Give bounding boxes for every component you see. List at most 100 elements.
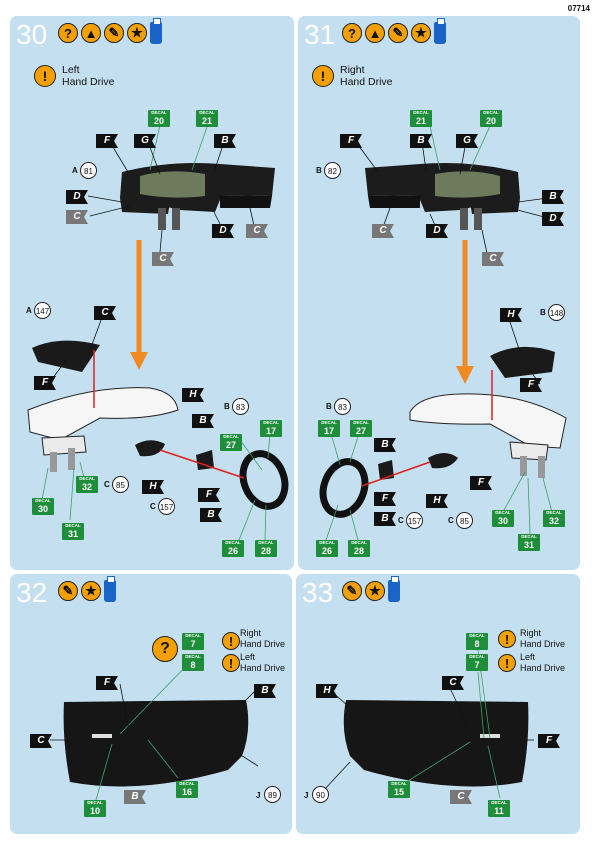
flag-f: H — [426, 494, 448, 508]
brush-icon: ✎ — [388, 23, 408, 43]
question-icon: ? — [152, 636, 178, 662]
flag-b: B — [410, 134, 432, 148]
step-32-panel: 32 ✎ ★ ? ! ! Right Hand Drive Left Hand … — [10, 574, 292, 834]
flag-b: B — [214, 134, 236, 148]
part-85: 85 — [456, 512, 473, 529]
lhd-note: ! Left Hand Drive — [34, 64, 115, 88]
flag-h: F — [34, 376, 56, 390]
kit-code: 07714 — [567, 4, 590, 13]
part-157: 157 — [406, 512, 423, 529]
flag-f: H — [500, 308, 522, 322]
flag-c: C — [152, 252, 174, 266]
exclamation-icon: ! — [222, 632, 240, 650]
lhd-label: Left Hand Drive — [240, 652, 286, 673]
exclamation-icon: ! — [498, 654, 516, 672]
step-number: 31 — [304, 19, 336, 50]
glue-icon — [434, 18, 446, 44]
star-decal-icon: ★ — [365, 581, 385, 601]
step-33-panel: 33 ✎ ★ ! ! Right Hand Drive Left Hand Dr… — [296, 574, 580, 834]
glue-icon — [104, 576, 116, 602]
flag-c: C — [372, 224, 394, 238]
rhd-label: Right Hand Drive — [240, 628, 286, 649]
part-letter: C — [398, 516, 404, 525]
brush-icon: ✎ — [104, 23, 124, 43]
part-letter: C — [104, 480, 110, 489]
flag-c: C — [450, 790, 472, 804]
brush-icon: ✎ — [342, 581, 362, 601]
flag-f: F — [340, 134, 362, 148]
flag-b: B — [254, 684, 276, 698]
question-icon: ? — [342, 23, 362, 43]
flag-d: D — [426, 224, 448, 238]
flag-c: C — [246, 224, 268, 238]
paint-icon: ▲ — [365, 23, 385, 43]
flag-f: B — [374, 512, 396, 526]
exclamation-icon: ! — [222, 654, 240, 672]
flag-h: F — [520, 378, 542, 392]
flag-f: C — [30, 734, 52, 748]
flag-f: H — [142, 480, 164, 494]
flag-f: C — [94, 306, 116, 320]
step-icons: ✎ ★ — [58, 576, 116, 602]
part-85: 85 — [112, 476, 129, 493]
step-number: 33 — [302, 577, 334, 608]
exclamation-icon: ! — [312, 65, 334, 87]
part-83: 83 — [232, 398, 249, 415]
paint-icon: ▲ — [81, 23, 101, 43]
part-letter: J — [256, 791, 261, 800]
flag-d: D — [212, 224, 234, 238]
part-letter: B — [224, 402, 230, 411]
part-letter: C — [150, 502, 156, 511]
flag-f: B — [200, 508, 222, 522]
flag-d: D — [542, 212, 564, 226]
star-decal-icon: ★ — [127, 23, 147, 43]
step-number: 32 — [16, 577, 48, 608]
step-number: 30 — [16, 19, 48, 50]
flag-b: F — [470, 476, 492, 490]
part-81: 81 — [80, 162, 97, 179]
flag-h: C — [442, 676, 464, 690]
question-icon: ? — [58, 23, 78, 43]
star-decal-icon: ★ — [411, 23, 431, 43]
flag-b: F — [198, 488, 220, 502]
glue-icon — [150, 18, 162, 44]
part-letter: B — [540, 308, 546, 317]
flag-h: B — [374, 438, 396, 452]
step-icons: ? ▲ ✎ ★ — [342, 18, 446, 44]
part-letter: J — [304, 791, 309, 800]
exclamation-icon: ! — [34, 65, 56, 87]
note-text: Left Hand Drive — [62, 64, 115, 88]
flag-g: G — [456, 134, 478, 148]
flag-d: D — [66, 190, 88, 204]
flag-f: F — [538, 734, 560, 748]
star-decal-icon: ★ — [81, 581, 101, 601]
part-letter: A — [72, 166, 78, 175]
flag-b: H — [316, 684, 338, 698]
part-157: 157 — [158, 498, 175, 515]
part-letter: B — [316, 166, 322, 175]
rhd-note: ! Right Hand Drive — [312, 64, 393, 88]
